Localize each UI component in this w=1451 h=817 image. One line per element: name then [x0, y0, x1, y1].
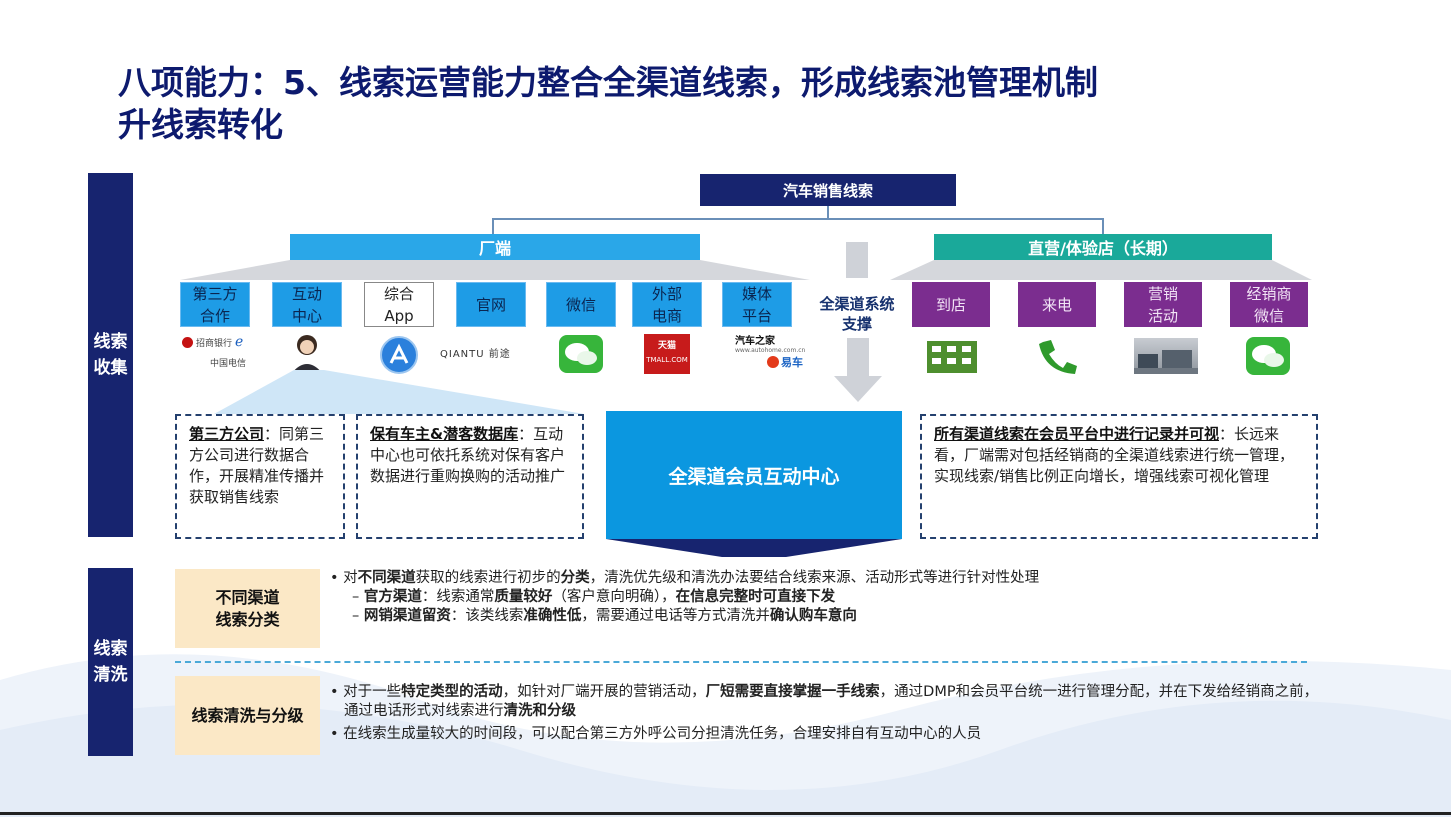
yiche-icon: [767, 356, 779, 368]
support-arrow-top: [846, 242, 868, 278]
logo-qiantu: QIANTU 前途: [440, 349, 511, 360]
factory-band-shadow: [180, 260, 810, 280]
info-box-visualization: 所有渠道线索在会员平台中进行记录并可视：长远来看，厂端需对包括经销商的全渠道线索…: [920, 414, 1318, 539]
connector-horizontal: [492, 218, 1104, 220]
support-label: 全渠道系统支撑: [819, 295, 895, 333]
phone-icon: [1032, 335, 1082, 377]
grading-bullet-2: • 在线索生成量较大的时间段，可以配合第三方外呼公司分担清洗任务，合理安排自有互…: [330, 726, 982, 742]
grading-bullet-1: • 对于一些特定类型的活动，如针对厂端开展的营销活动，厂短需要直接掌握一手线索，…: [330, 684, 1319, 719]
section-divider: [175, 661, 1307, 663]
label-cleaning-grading: 线索清洗与分级: [175, 676, 320, 755]
side-label-clean: 线索 清洗: [88, 568, 133, 756]
grading-bullets: • 对于一些特定类型的活动，如针对厂端开展的营销活动，厂短需要直接掌握一手线索，…: [330, 683, 1320, 744]
background-wave: [0, 654, 1451, 817]
building-icon: [924, 337, 980, 377]
top-box-auto-sales-leads: 汽车销售线索: [700, 174, 956, 206]
center-member-hub: 全渠道会员互动中心: [606, 411, 902, 539]
logo-autohome-yiche: 汽车之家 www.autohome.com.cn 易车: [735, 336, 806, 369]
info-box-third-party: 第三方公司：同第三方公司进行数据合作，开展精准传播并获取销售线索: [175, 414, 345, 539]
band-factory: 厂端: [290, 234, 700, 260]
bottom-border: [0, 812, 1451, 815]
page-title-line1: 八项能力：5、线索运营能力整合全渠道线索，形成线索池管理机制: [118, 63, 1098, 102]
side-label-collect: 线索 收集: [88, 173, 133, 537]
info-box-customer-database: 保有车主&潜客数据库：互动中心也可依托系统对保有客户数据进行重购换购的活动推广: [356, 414, 584, 539]
connector-top-vertical: [827, 206, 829, 219]
channel-official-site: 官网: [456, 282, 526, 327]
band-direct-store: 直营/体验店（长期）: [934, 234, 1272, 260]
support-arrow-down: [834, 338, 882, 402]
channel-interactive-center: 互动中心: [272, 282, 342, 327]
center-hub-arrow: [606, 539, 902, 557]
page-title-line2: 升线索转化: [118, 105, 283, 144]
channel-in-store: 到店: [912, 282, 990, 327]
dealer-wechat-icon: [1246, 336, 1290, 376]
page-title: 八项能力：5、线索运营能力整合全渠道线索，形成线索池管理机制 升线索转化: [118, 62, 1318, 146]
channel-third-party: 第三方合作: [180, 282, 250, 327]
channel-dealer-wechat: 经销商微信: [1230, 282, 1308, 327]
channel-wechat: 微信: [546, 282, 616, 327]
direct-band-shadow: [890, 260, 1312, 280]
label-channel-classification: 不同渠道线索分类: [175, 569, 320, 648]
channel-media-platform: 媒体平台: [722, 282, 792, 327]
classification-sub-1: – 官方渠道：线索通常质量较好（客户意向明确），在信息完整时可直接下发: [352, 589, 836, 605]
wechat-logo-icon: [558, 334, 604, 374]
cmb-icon: [182, 336, 193, 348]
connector-left-vertical: [492, 218, 494, 234]
classification-bullet-1: • 对不同渠道获取的线索进行初步的分类，清洗优先级和清洗办法要结合线索来源、活动…: [330, 570, 1040, 586]
app-store-icon: [377, 334, 421, 376]
classification-bullets: • 对不同渠道获取的线索进行初步的分类，清洗优先级和清洗办法要结合线索来源、活动…: [330, 569, 1330, 626]
connector-right-vertical: [1102, 218, 1104, 234]
marketing-event-photo: [1134, 338, 1198, 374]
focus-wedge: [214, 370, 584, 414]
channel-phone: 来电: [1018, 282, 1096, 327]
channel-marketing: 营销活动: [1124, 282, 1202, 327]
channel-ecommerce: 外部电商: [632, 282, 702, 327]
classification-sub-2: – 网销渠道留资：该类线索准确性低，需要通过电话等方式清洗并确认购车意向: [352, 608, 857, 624]
